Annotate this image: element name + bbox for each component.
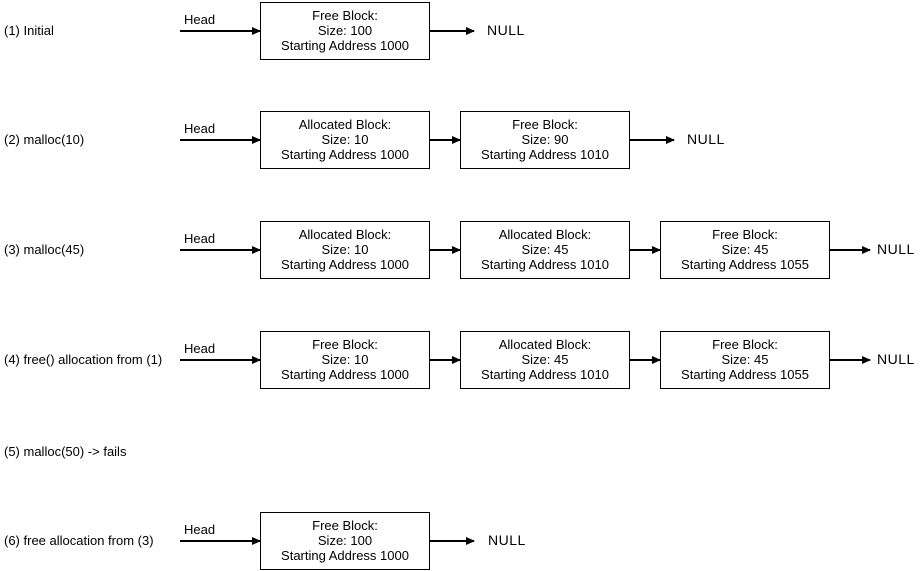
block-type-label: Free Block: xyxy=(712,337,778,352)
head-label: Head xyxy=(184,12,216,27)
block-address-label: Starting Address 1055 xyxy=(681,257,809,272)
head-pointer-arrow xyxy=(180,540,260,542)
head-pointer-arrow xyxy=(180,139,260,141)
block-size-label: Size: 45 xyxy=(521,352,569,367)
block-size-label: Size: 90 xyxy=(521,132,569,147)
next-pointer-arrow xyxy=(430,139,460,141)
block-address-label: Starting Address 1055 xyxy=(681,367,809,382)
block-address-label: Starting Address 1010 xyxy=(481,367,609,382)
null-pointer-arrow xyxy=(830,249,870,251)
block-address-label: Starting Address 1000 xyxy=(281,548,409,563)
head-label: Head xyxy=(184,231,216,246)
allocated-block-node: Allocated Block: Size: 45 Starting Addre… xyxy=(460,221,630,279)
block-type-label: Free Block: xyxy=(312,337,378,352)
null-label: NULL xyxy=(488,532,526,548)
block-address-label: Starting Address 1010 xyxy=(481,257,609,272)
null-label: NULL xyxy=(877,241,915,257)
block-size-label: Size: 45 xyxy=(721,242,769,257)
block-type-label: Allocated Block: xyxy=(298,227,392,242)
block-size-label: Size: 10 xyxy=(321,242,369,257)
null-pointer-arrow xyxy=(630,139,674,141)
next-pointer-arrow xyxy=(430,249,460,251)
free-block-node: Free Block: Size: 45 Starting Address 10… xyxy=(660,331,830,389)
allocated-block-node: Allocated Block: Size: 45 Starting Addre… xyxy=(460,331,630,389)
block-address-label: Starting Address 1000 xyxy=(281,257,409,272)
head-pointer-arrow xyxy=(180,359,260,361)
allocated-block-node: Allocated Block: Size: 10 Starting Addre… xyxy=(260,111,430,169)
block-type-label: Free Block: xyxy=(512,117,578,132)
block-size-label: Size: 10 xyxy=(321,132,369,147)
free-block-node: Free Block: Size: 100 Starting Address 1… xyxy=(260,512,430,570)
block-size-label: Size: 100 xyxy=(317,533,373,548)
block-type-label: Free Block: xyxy=(712,227,778,242)
next-pointer-arrow xyxy=(630,359,660,361)
step-label: (5) malloc(50) -> fails xyxy=(4,444,127,459)
block-address-label: Starting Address 1000 xyxy=(281,147,409,162)
block-size-label: Size: 100 xyxy=(317,23,373,38)
null-label: NULL xyxy=(877,351,915,367)
block-type-label: Allocated Block: xyxy=(298,117,392,132)
block-type-label: Free Block: xyxy=(312,518,378,533)
step-label: (6) free allocation from (3) xyxy=(4,533,154,548)
null-label: NULL xyxy=(487,22,525,38)
next-pointer-arrow xyxy=(630,249,660,251)
allocated-block-node: Allocated Block: Size: 10 Starting Addre… xyxy=(260,221,430,279)
next-pointer-arrow xyxy=(430,359,460,361)
step-label: (4) free() allocation from (1) xyxy=(4,352,163,367)
head-pointer-arrow xyxy=(180,30,260,32)
head-pointer-arrow xyxy=(180,249,260,251)
block-size-label: Size: 10 xyxy=(321,352,369,367)
free-block-node: Free Block: Size: 100 Starting Address 1… xyxy=(260,2,430,60)
block-address-label: Starting Address 1000 xyxy=(281,367,409,382)
null-label: NULL xyxy=(687,131,725,147)
block-size-label: Size: 45 xyxy=(521,242,569,257)
step-label: (2) malloc(10) xyxy=(4,132,85,147)
block-type-label: Allocated Block: xyxy=(498,337,592,352)
head-label: Head xyxy=(184,121,216,136)
head-label: Head xyxy=(184,341,216,356)
free-block-node: Free Block: Size: 45 Starting Address 10… xyxy=(660,221,830,279)
null-pointer-arrow xyxy=(430,30,474,32)
block-type-label: Allocated Block: xyxy=(498,227,592,242)
block-address-label: Starting Address 1010 xyxy=(481,147,609,162)
free-block-node: Free Block: Size: 90 Starting Address 10… xyxy=(460,111,630,169)
null-pointer-arrow xyxy=(830,359,870,361)
free-block-node: Free Block: Size: 10 Starting Address 10… xyxy=(260,331,430,389)
block-type-label: Free Block: xyxy=(312,8,378,23)
block-size-label: Size: 45 xyxy=(721,352,769,367)
step-label: (3) malloc(45) xyxy=(4,242,85,257)
step-label: (1) Initial xyxy=(4,23,54,38)
head-label: Head xyxy=(184,522,216,537)
block-address-label: Starting Address 1000 xyxy=(281,38,409,53)
null-pointer-arrow xyxy=(430,540,474,542)
